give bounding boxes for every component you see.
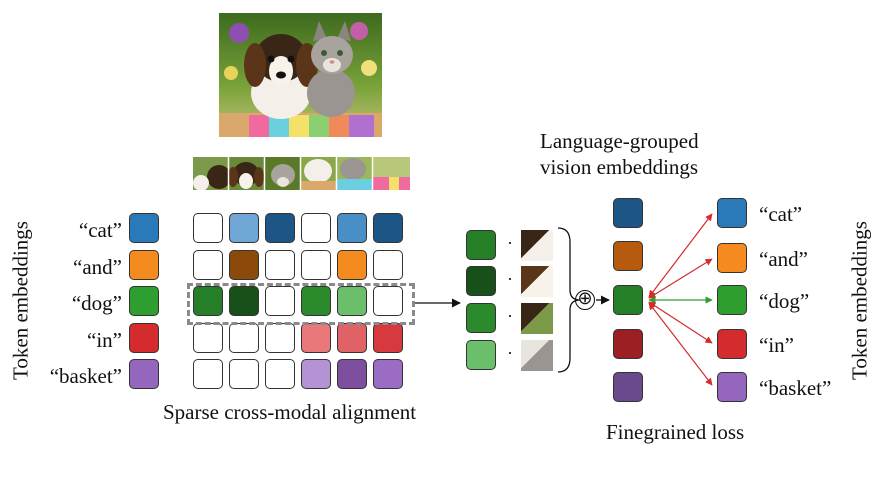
grouped-vision-embedding	[613, 198, 643, 228]
alignment-cell	[265, 213, 295, 243]
sparse-alignment-caption: Sparse cross-modal alignment	[163, 400, 417, 424]
language-grouped-title-2: vision embeddings	[540, 155, 699, 179]
token-label-left: “and”	[73, 255, 122, 279]
alignment-cell	[229, 286, 259, 316]
token-label-right: “dog”	[759, 289, 810, 313]
token-label-right: “and”	[759, 247, 808, 271]
token-embedding-left	[129, 359, 159, 389]
image-patch-2	[228, 157, 264, 190]
image-patch	[520, 339, 554, 372]
alignment-cell	[337, 359, 367, 389]
plus-circle-icon: ⊕	[575, 290, 595, 310]
image-patch-strip	[193, 157, 410, 190]
token-label-left: “in”	[87, 328, 122, 352]
alignment-cell	[373, 250, 403, 280]
grouped-vision-embedding	[613, 285, 643, 315]
image-patch	[520, 229, 554, 262]
dot-operator: ·	[507, 233, 513, 253]
selected-vision-embedding	[466, 266, 496, 296]
alignment-cell	[229, 250, 259, 280]
token-embedding-right	[717, 198, 747, 228]
alignment-cell	[229, 359, 259, 389]
alignment-cell	[193, 286, 223, 316]
puppy-kitten-photo	[219, 13, 382, 137]
image-patch	[520, 265, 554, 298]
grouped-vision-embedding	[613, 241, 643, 271]
image-patch-1	[193, 157, 231, 190]
alignment-cell	[229, 213, 259, 243]
alignment-cell	[265, 286, 295, 316]
token-label-left: “cat”	[78, 218, 122, 242]
alignment-cell	[193, 250, 223, 280]
alignment-cell	[301, 359, 331, 389]
image-patch-5	[337, 157, 372, 190]
token-embedding-right	[717, 243, 747, 273]
alignment-cell	[337, 250, 367, 280]
alignment-cell	[373, 286, 403, 316]
alignment-cell	[373, 359, 403, 389]
highlight-box	[187, 283, 415, 325]
alignment-cell	[265, 359, 295, 389]
image-patch-6	[373, 157, 410, 190]
token-embedding-left	[129, 323, 159, 353]
token-label-right: “in”	[759, 333, 794, 357]
language-grouped-title-1: Language-grouped	[540, 129, 699, 153]
dot-operator: ·	[507, 306, 513, 326]
token-embedding-left	[129, 250, 159, 280]
image-patch-3	[265, 157, 300, 190]
token-embedding-right	[717, 372, 747, 402]
alignment-cell	[301, 250, 331, 280]
dot-operator: ·	[507, 343, 513, 363]
finegrained-loss-arrows	[648, 213, 713, 386]
token-embedding-right	[717, 285, 747, 315]
alignment-cell	[337, 213, 367, 243]
grouped-vision-embedding	[613, 329, 643, 359]
alignment-cell	[373, 213, 403, 243]
token-label-left: “basket”	[49, 364, 122, 388]
selected-vision-embedding	[466, 230, 496, 260]
token-embedding-right	[717, 329, 747, 359]
image-patch	[520, 302, 554, 335]
alignment-cell	[337, 286, 367, 316]
alignment-cell	[193, 213, 223, 243]
alignment-cell	[193, 359, 223, 389]
token-embedding-left	[129, 286, 159, 316]
selected-vision-embedding	[466, 303, 496, 333]
alignment-cell	[193, 323, 223, 353]
token-embeddings-label-right: Token embeddings	[847, 221, 872, 380]
token-label-right: “cat”	[759, 202, 803, 226]
token-label-left: “dog”	[71, 291, 122, 315]
alignment-cell	[337, 323, 367, 353]
selected-vision-embedding	[466, 340, 496, 370]
alignment-cell	[265, 323, 295, 353]
finegrained-loss-caption: Finegrained loss	[606, 420, 745, 444]
token-label-right: “basket”	[759, 376, 832, 400]
token-embedding-left	[129, 213, 159, 243]
alignment-cell	[301, 213, 331, 243]
alignment-cell	[265, 250, 295, 280]
alignment-cell	[301, 286, 331, 316]
dot-operator: ·	[507, 269, 513, 289]
image-patch-4	[301, 157, 336, 190]
grouped-vision-embedding	[613, 372, 643, 402]
